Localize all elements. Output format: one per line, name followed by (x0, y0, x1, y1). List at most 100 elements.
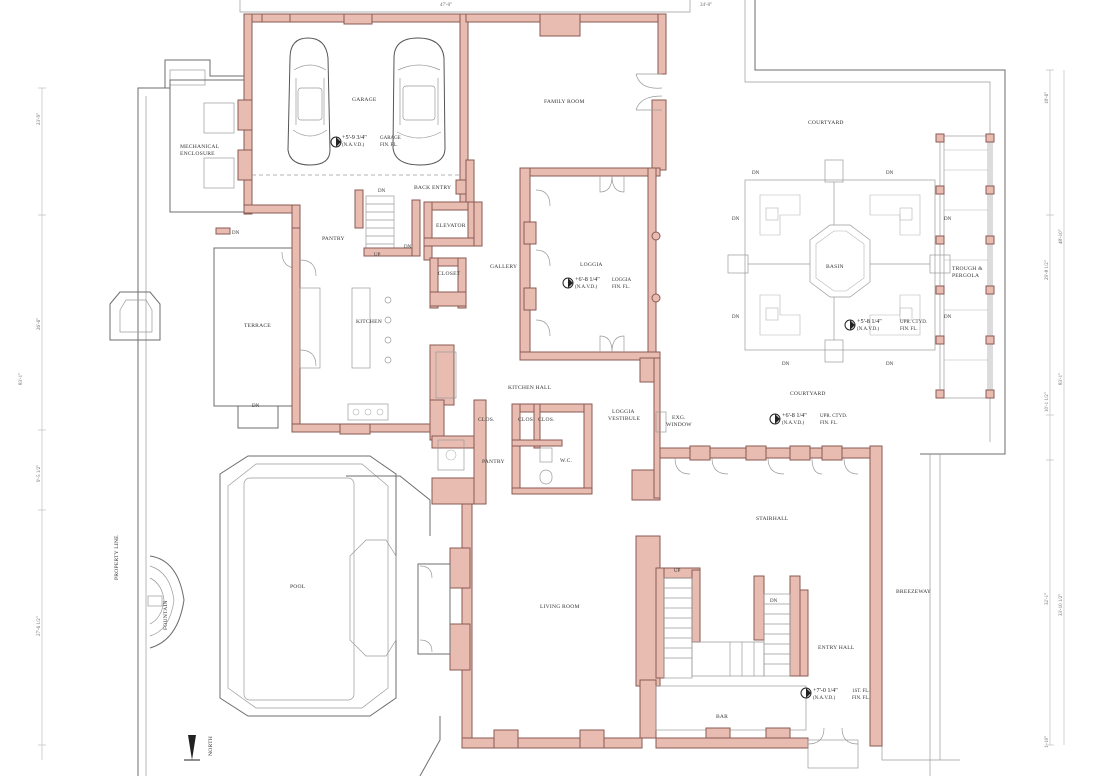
elev-ctyd-upper-fin: FIN. FL. (900, 327, 918, 332)
label-exg-1: EXG. (672, 415, 686, 421)
label-courtyard-lower: COURTYARD (790, 391, 826, 397)
label-loggia: LOGGIA (580, 262, 603, 268)
dn-mark: DN (770, 599, 778, 604)
elev-ctyd-upper-type: UPR. CTYD. (900, 320, 927, 325)
courtyard-basin (727, 159, 951, 363)
elev-ctyd-upper-value: +5'-8 1/4" (857, 318, 882, 325)
dn-mark: DN (886, 171, 894, 176)
label-exg-2: WINDOW (666, 422, 692, 428)
label-entry-hall: ENTRY HALL (818, 645, 855, 651)
site-lines (137, 0, 1006, 776)
living-room-block (417, 503, 661, 749)
dn-mark: DN (378, 189, 386, 194)
dimension-labels: 47'-0" 34'-0" 23'-9" 26'-6" 83'-1" 9'-5 … (19, 3, 1064, 748)
label-north: NORTH (208, 736, 214, 756)
label-family-room: FAMILY ROOM (544, 99, 585, 105)
stair-marks: DN DN UP DN DN DN DN DN DN DN DN DN DN U… (232, 171, 952, 604)
dn-mark: DN (944, 217, 952, 222)
dn-mark: DN (752, 171, 760, 176)
elev-entry-value: +7'-0 1/4" (813, 687, 838, 694)
elev-loggia-value: +6'-8 1/4" (575, 276, 600, 283)
label-enclosure: ENCLOSURE (180, 151, 215, 157)
label-loggia-vest-1: LOGGIA (612, 409, 635, 415)
dn-mark: DN (404, 245, 412, 250)
label-courtyard-upper: COURTYARD (808, 120, 844, 126)
label-fountain: FOUNTAIN (163, 600, 169, 630)
car-left (287, 37, 331, 166)
dn-mark: DN (732, 315, 740, 320)
dn-mark: DN (232, 231, 240, 236)
label-elevator: ELEVATOR (436, 223, 466, 229)
label-clos-c: CLOS. (538, 417, 555, 423)
dim-left-5: 27'-6 1/2" (37, 616, 42, 636)
label-clos-a: CLOS. (478, 417, 495, 423)
label-wc: W.C. (560, 458, 572, 464)
label-kitchen-hall: KITCHEN HALL (508, 385, 552, 391)
label-pantry-upper: PANTRY (322, 236, 345, 242)
back-stair (363, 195, 421, 257)
fountain (147, 555, 185, 649)
elev-garage-fin: FIN. FL. (380, 143, 398, 148)
elev-garage-type: GARAGE (380, 136, 401, 141)
loggia-vestibule (631, 357, 667, 501)
dim-left-1: 23'-9" (37, 113, 42, 125)
label-stairhall: STAIRHALL (756, 516, 789, 522)
kitchen-block (291, 227, 433, 435)
mechanical-enclosure (164, 59, 250, 213)
main-stair (639, 567, 809, 749)
elev-loggia-fin: FIN. FL. (612, 285, 630, 290)
label-living-room: LIVING ROOM (540, 604, 580, 610)
core-walls (429, 201, 487, 505)
elev-garage-datum: (N.A.V.D.) (342, 143, 364, 148)
elev-loggia-datum: (N.A.V.D.) (575, 285, 597, 290)
dn-mark: DN (732, 217, 740, 222)
dim-left-3: 83'-1" (19, 373, 24, 385)
elev-ctyd-lower-value: +6'-8 1/4" (782, 412, 807, 419)
elev-garage-value: +5'-9 3/4" (342, 134, 367, 141)
car-right (392, 37, 446, 166)
label-closet: CLOSET (438, 271, 461, 277)
dim-top-left: 47'-0" (440, 3, 452, 8)
elev-ctyd-upper-datum: (N.A.V.D.) (857, 327, 879, 332)
closets-wc (511, 403, 593, 495)
elev-ctyd-lower-datum: (N.A.V.D.) (782, 421, 804, 426)
label-pergola: PERGOLA (952, 273, 979, 279)
label-garage: GARAGE (352, 97, 377, 103)
entry-pier (109, 291, 161, 341)
dim-top-right: 34'-0" (700, 3, 712, 8)
elev-loggia-type: LOGGIA (612, 278, 632, 283)
elevator-closet (423, 201, 477, 309)
label-back-entry: BACK ENTRY (414, 185, 451, 191)
dim-right-1: 18'-6" (1045, 92, 1050, 104)
dim-right-4: 83'-1" (1059, 373, 1064, 385)
label-pantry-lower: PANTRY (482, 459, 505, 465)
dim-right-5: 10'-1 1/2" (1045, 392, 1050, 412)
family-room-block (465, 13, 667, 211)
room-labels: GARAGE MECHANICAL ENCLOSURE FAMILY ROOM … (114, 97, 983, 756)
label-breezeway: BREEZEWAY (896, 589, 931, 595)
dim-right-2: 48'-10" (1059, 229, 1064, 244)
dim-left-2: 26'-6" (37, 318, 42, 330)
north-arrow-icon (184, 735, 200, 761)
label-kitchen: KITCHEN (356, 319, 382, 325)
elev-entry-datum: (N.A.V.D.) (813, 696, 835, 701)
label-terrace: TERRACE (244, 323, 271, 329)
elev-entry-type: 1ST. FL. (852, 689, 870, 694)
label-pool: POOL (290, 584, 306, 590)
dim-right-7: 33'-10 1/2" (1059, 594, 1064, 616)
label-bar: BAR (716, 714, 728, 720)
dim-right-6: 32'-1" (1045, 593, 1050, 605)
label-clos-b: CLOS. (518, 417, 535, 423)
label-gallery: GALLERY (490, 264, 517, 270)
dn-mark: DN (252, 404, 260, 409)
label-property-line: PROPERTY LINE (114, 535, 120, 580)
label-basin: BASIN (826, 264, 844, 270)
dim-left-4: 9'-5 1/2" (37, 465, 42, 482)
label-mechanical: MECHANICAL (180, 144, 220, 150)
elev-ctyd-lower-fin: FIN. FL. (820, 421, 838, 426)
up-mark: UP (674, 569, 681, 574)
loggia-block (519, 167, 661, 361)
elevation-markers (330, 136, 856, 699)
pool (219, 455, 441, 776)
